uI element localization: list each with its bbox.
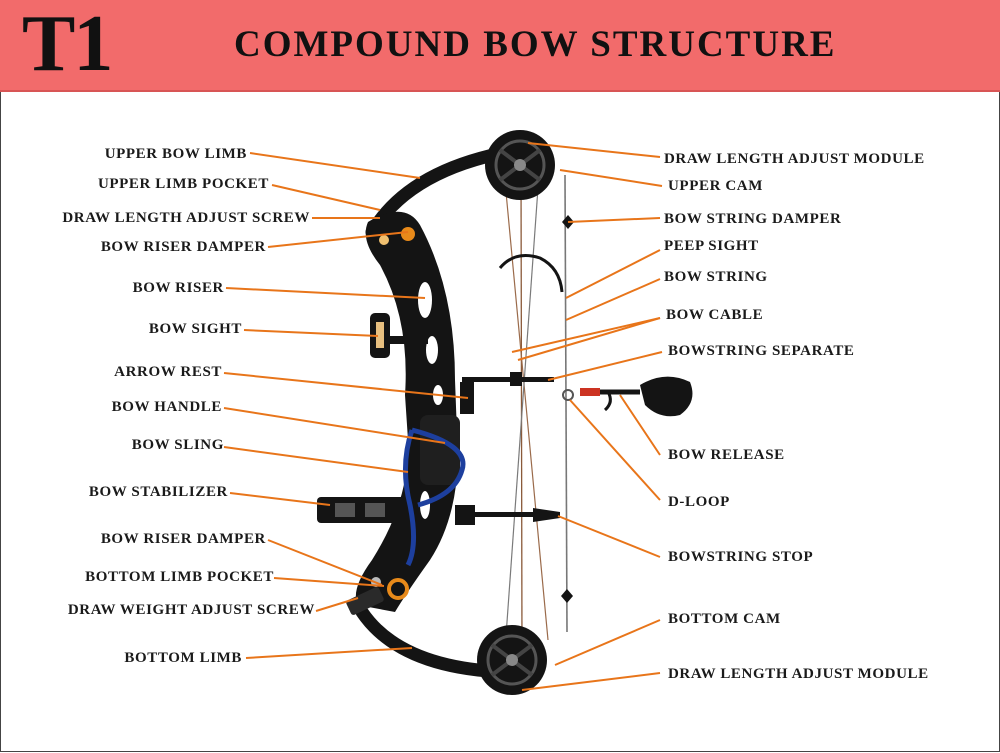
label-upper-limb-pocket: UPPER LIMB POCKET [97, 176, 269, 192]
label-bottom-cam: BOTTOM CAM [668, 611, 781, 627]
label-draw-length-adjust-screw: DRAW LENGTH ADJUST SCREW [62, 210, 310, 226]
weight-screw-shape [346, 587, 384, 615]
label-bow-riser: BOW RISER [132, 280, 224, 296]
bottom-cam-shape [477, 625, 547, 695]
label-bottom-limb-pocket: BOTTOM LIMB POCKET [85, 569, 274, 585]
label-bow-handle: BOW HANDLE [111, 399, 222, 415]
bowstring-stop-shape [455, 505, 560, 525]
upper-cam-shape [485, 130, 555, 200]
label-bow-sling: BOW SLING [131, 437, 224, 453]
label-bow-release: BOW RELEASE [668, 447, 785, 463]
bow-strings [502, 159, 568, 656]
label-upper-cam: UPPER CAM [668, 178, 763, 194]
label-bow-cable: BOW CABLE [666, 307, 764, 323]
brand-logo: T1 [22, 0, 113, 88]
label-bow-stabilizer: BOW STABILIZER [88, 484, 228, 500]
label-draw-weight-adjust-screw: DRAW WEIGHT ADJUST SCREW [67, 602, 315, 618]
header-banner: T1 COMPOUND BOW STRUCTURE [0, 0, 1000, 92]
label-bow-riser-damper-upper: BOW RISER DAMPER [100, 239, 266, 255]
upper-pocket-shape [379, 235, 389, 245]
peep-sight-shape [498, 254, 564, 293]
label-draw-length-adjust-module-lower: DRAW LENGTH ADJUST MODULE [668, 666, 929, 682]
page-title: COMPOUND BOW STRUCTURE [234, 24, 837, 65]
label-bow-sight: BOW SIGHT [148, 321, 242, 337]
d-loop-shape [562, 389, 574, 401]
lower-riser-damper-shape [387, 578, 409, 600]
leader-lines [223, 142, 663, 691]
label-bow-riser-damper-lower: BOW RISER DAMPER [100, 531, 266, 547]
bow-sight-shape [370, 313, 428, 358]
arrow-rest-shape [460, 372, 554, 414]
label-bow-string-damper: BOW STRING DAMPER [664, 211, 842, 227]
label-bottom-limb: BOTTOM LIMB [124, 650, 242, 666]
label-bow-string: BOW STRING [664, 269, 768, 285]
bow-release-shape [580, 376, 693, 417]
label-peep-sight: PEEP SIGHT [664, 238, 759, 254]
bow-stabilizer-shape [317, 497, 409, 523]
label-upper-bow-limb: UPPER BOW LIMB [104, 146, 247, 162]
lower-string-damper-shape [561, 589, 573, 603]
label-arrow-rest: ARROW REST [114, 364, 222, 380]
label-d-loop: D-LOOP [668, 494, 730, 510]
bow-riser-shape [355, 211, 460, 612]
label-draw-length-adjust-module-upper: DRAW LENGTH ADJUST MODULE [664, 151, 925, 167]
label-bowstring-stop: BOWSTRING STOP [668, 549, 814, 565]
label-bowstring-separate: BOWSTRING SEPARATE [668, 343, 855, 359]
upper-riser-damper-shape [401, 227, 415, 241]
bow-sling-shape [402, 427, 466, 567]
